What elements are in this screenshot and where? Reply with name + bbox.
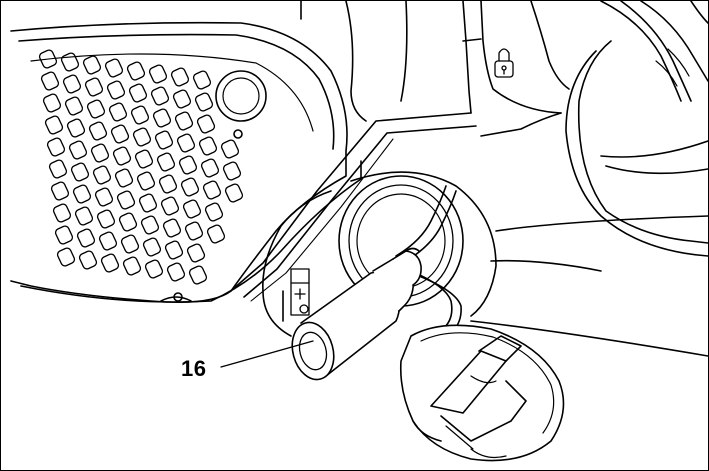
- grille-slot: [120, 234, 140, 254]
- extension-cable-plug-icon: [291, 247, 422, 381]
- grille-slot: [178, 155, 198, 175]
- filler-cap-icon: [399, 324, 565, 462]
- grille-slot: [62, 74, 82, 94]
- grille-slot: [40, 71, 60, 91]
- grille-slot: [50, 181, 70, 201]
- grille-slot: [104, 58, 124, 78]
- grille-slot: [64, 96, 84, 116]
- grille-slot: [156, 152, 176, 172]
- grille-slot: [128, 83, 148, 103]
- grille-slot: [54, 225, 74, 245]
- grille-slot: [68, 140, 88, 160]
- grille-slot: [70, 162, 90, 182]
- grille-slot: [152, 108, 172, 128]
- grille-slot: [222, 161, 242, 181]
- grille-slot: [86, 99, 106, 119]
- grille-slot: [118, 212, 138, 232]
- grille-slot: [170, 67, 190, 87]
- grille-slot: [224, 183, 244, 203]
- grille-slot: [200, 158, 220, 178]
- grille-slot: [174, 111, 194, 131]
- grille-slot: [196, 114, 216, 134]
- grille-slot: [76, 228, 96, 248]
- grille-slot: [158, 174, 178, 194]
- battery-plus-icon: [290, 268, 310, 316]
- grille-slot: [72, 184, 92, 204]
- grille-slot: [180, 177, 200, 197]
- grille-slot: [52, 203, 72, 223]
- grille-slot: [186, 243, 206, 263]
- grille-slot: [98, 231, 118, 251]
- grille-slot: [100, 253, 120, 273]
- grille-slot: [132, 127, 152, 147]
- right-housing: [530, 1, 708, 257]
- grille-slot: [220, 139, 240, 159]
- grille-slot: [182, 199, 202, 219]
- grille-slot: [136, 171, 156, 191]
- grille-slot: [206, 224, 226, 244]
- grille-slot: [204, 202, 224, 222]
- grille-slot: [142, 237, 162, 257]
- grille-slot: [166, 262, 186, 282]
- grille-slot: [164, 240, 184, 260]
- grille-slot: [188, 265, 208, 285]
- grille-slot: [176, 133, 196, 153]
- grille-slot: [192, 70, 212, 90]
- grille-slot: [148, 64, 168, 84]
- grille-slot: [48, 159, 68, 179]
- grille-slot: [74, 206, 94, 226]
- grille-slot: [92, 165, 112, 185]
- grille-slot: [202, 180, 222, 200]
- grille-slot: [90, 143, 110, 163]
- grille-slot: [126, 61, 146, 81]
- ventilation-grille-icon: [10, 21, 477, 303]
- grille-slot: [38, 49, 58, 69]
- grille-slot: [116, 190, 136, 210]
- grille-slot: [134, 149, 154, 169]
- grille-slot: [194, 92, 214, 112]
- padlock-icon: [494, 48, 514, 78]
- grille-slot: [96, 209, 116, 229]
- grille-slot: [198, 136, 218, 156]
- grille-slot: [130, 105, 150, 125]
- grille-slot: [184, 221, 204, 241]
- grille-slot: [172, 89, 192, 109]
- grille-slot: [78, 250, 98, 270]
- grille-slot: [106, 80, 126, 100]
- grille-slot: [82, 55, 102, 75]
- grille-slot: [112, 146, 132, 166]
- grille-slot: [60, 52, 80, 72]
- grille-slot: [150, 86, 170, 106]
- grille-slot: [162, 218, 182, 238]
- grille-slot: [46, 137, 66, 157]
- grille-slot: [144, 259, 164, 279]
- grille-slot: [110, 124, 130, 144]
- grille-slot: [138, 193, 158, 213]
- grille-slot: [122, 256, 142, 276]
- grille-slot: [108, 102, 128, 122]
- grille-slot: [44, 115, 64, 135]
- grille-slot: [114, 168, 134, 188]
- callout-leader-line: [220, 340, 314, 368]
- grille-slot: [88, 121, 108, 141]
- callout-number-label: 16: [181, 356, 207, 381]
- grille-slot: [84, 77, 104, 97]
- socket-opening: [262, 171, 708, 357]
- grille-slot: [140, 215, 160, 235]
- grille-slot: [160, 196, 180, 216]
- grille-slot: [154, 130, 174, 150]
- grille-slot: [94, 187, 114, 207]
- grille-slot: [66, 118, 86, 138]
- grille-slot: [56, 247, 76, 267]
- upper-housing: [300, 1, 562, 137]
- grille-slot: [42, 93, 62, 113]
